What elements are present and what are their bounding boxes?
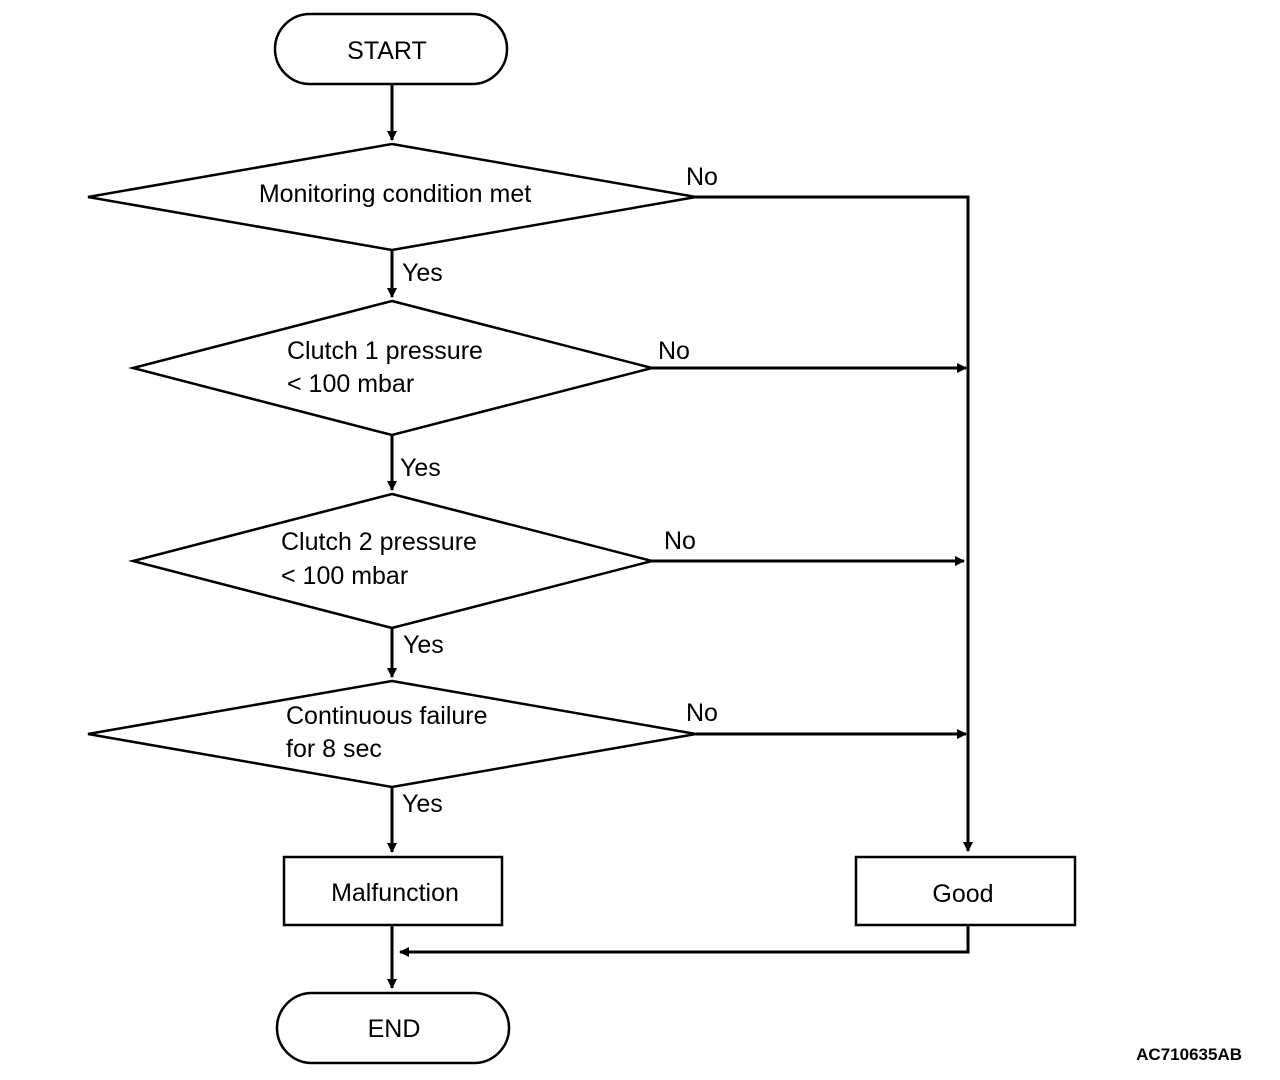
- decision-continuous-line1: Continuous failure: [286, 702, 488, 730]
- start-node: START: [273, 12, 509, 86]
- edge-label-yes-1: Yes: [402, 259, 443, 287]
- end-node: END: [275, 991, 511, 1065]
- connector-monitoring-no: [696, 195, 973, 852]
- decision-clutch2-line2: < 100 mbar: [281, 562, 408, 590]
- connector-good-to-end: [399, 925, 970, 957]
- edge-label-yes-3: Yes: [403, 631, 444, 659]
- decision-clutch2-line1: Clutch 2 pressure: [281, 528, 477, 556]
- edge-label-yes-2: Yes: [400, 454, 441, 482]
- figure-reference: AC710635AB: [1136, 1045, 1242, 1064]
- end-label: END: [368, 1015, 421, 1043]
- decision-clutch1-line2: < 100 mbar: [287, 370, 414, 398]
- good-node: Good: [854, 855, 1077, 927]
- edge-label-yes-4: Yes: [402, 790, 443, 818]
- decision-clutch1-line1: Clutch 1 pressure: [287, 337, 483, 365]
- edge-label-no-3: No: [664, 527, 696, 555]
- decision-monitoring-condition: Monitoring condition met: [87, 142, 697, 252]
- edge-label-no-4: No: [686, 699, 718, 727]
- start-label: START: [347, 37, 427, 65]
- good-label: Good: [932, 880, 993, 908]
- decision-clutch2-pressure: Clutch 2 pressure < 100 mbar: [128, 492, 653, 630]
- decision-monitoring-label: Monitoring condition met: [259, 180, 531, 208]
- decision-continuous-failure: Continuous failure for 8 sec: [87, 679, 697, 789]
- malfunction-label: Malfunction: [331, 879, 459, 907]
- edge-label-no-1: No: [686, 163, 718, 191]
- malfunction-node: Malfunction: [282, 855, 504, 927]
- decision-clutch1-pressure: Clutch 1 pressure < 100 mbar: [128, 299, 653, 437]
- decision-continuous-line2: for 8 sec: [286, 735, 382, 763]
- edge-label-no-2: No: [658, 337, 690, 365]
